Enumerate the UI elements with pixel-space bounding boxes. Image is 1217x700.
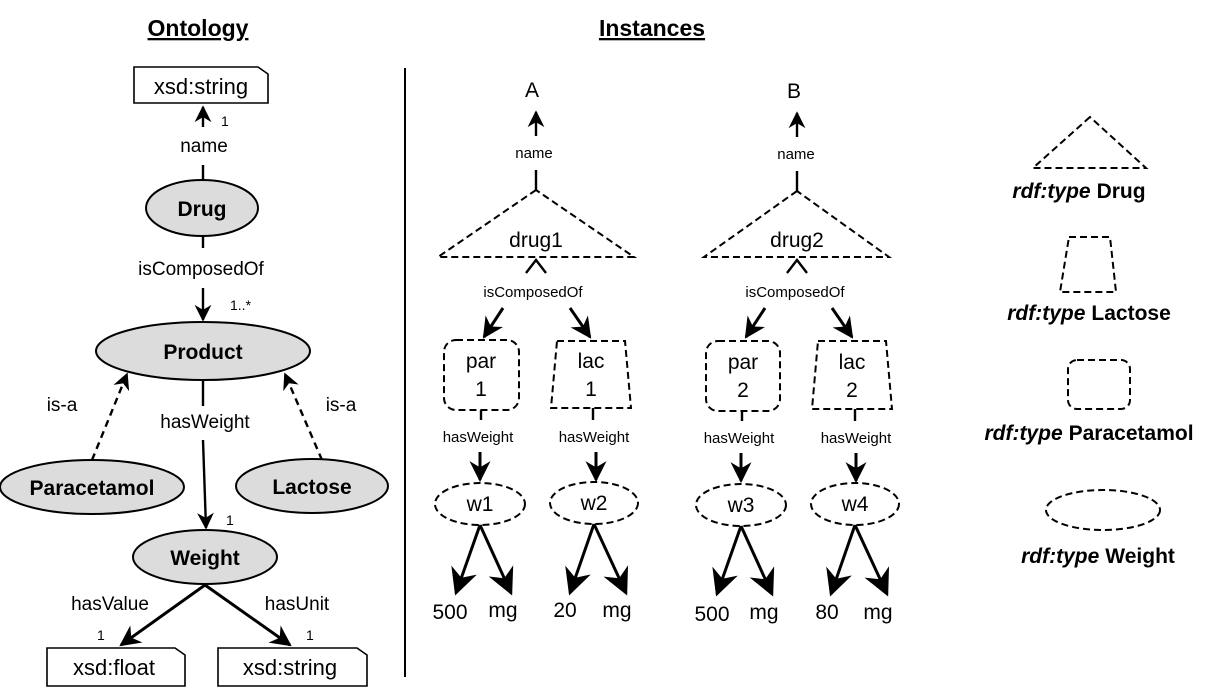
- instance-weight-lac-label: w4: [841, 493, 869, 516]
- instance-weight-lac-label: w2: [580, 492, 608, 515]
- instance-composed-arrowhead: [525, 258, 547, 274]
- node-weight: [132, 529, 278, 585]
- edge-label-has-unit: hasUnit: [265, 594, 330, 615]
- edge-label-is-a-right: is-a: [326, 395, 357, 416]
- instance-value-par: 500: [432, 601, 467, 624]
- edge-label-has-value: hasValue: [71, 594, 149, 615]
- node-product-label: Product: [163, 341, 242, 364]
- instance-value-lac: 80: [815, 601, 838, 624]
- instance-drug-label: drug1: [509, 229, 563, 252]
- node-paracetamol-label: Paracetamol: [30, 477, 155, 500]
- instance-drug-triangle: [700, 189, 893, 258]
- card-has-value: 1: [97, 627, 105, 643]
- edge-is-a-right: [283, 372, 324, 461]
- edge-has-weight-arrow: [197, 439, 214, 530]
- instance-unit-arrow-lac: [592, 523, 629, 596]
- ontology-graph: xsd:string 1 name Drug isComposedOf 1..*…: [0, 66, 389, 687]
- legend-ellipse-shape: [1045, 489, 1161, 531]
- instance-composed-arrow-par: [744, 307, 767, 339]
- instance-weight-par-label: w3: [727, 494, 755, 517]
- instance-unit-arrow-par: [739, 525, 775, 597]
- card-has-weight: 1: [226, 512, 234, 528]
- instance-value-lac: 20: [553, 599, 576, 622]
- instance-name-value: B: [787, 80, 801, 103]
- node-product: [95, 321, 311, 381]
- datatype-label-string-bottom: xsd:string: [243, 655, 337, 680]
- instance-par-weight-label: hasWeight: [443, 429, 514, 446]
- card-is-composed-of: 1..*: [230, 297, 252, 313]
- instance-name-label: name: [777, 146, 815, 163]
- datatype-label-string-top: xsd:string: [154, 74, 248, 99]
- instances-title: Instances: [599, 15, 705, 41]
- instance-composed-label: isComposedOf: [483, 284, 583, 301]
- instance-unit-arrow-par: [478, 524, 514, 596]
- node-paracetamol: [0, 459, 185, 515]
- instance-weight-lac: [810, 482, 900, 526]
- instance-unit-par: mg: [749, 601, 778, 624]
- instance-composed-arrow-par: [482, 307, 505, 339]
- card-has-unit: 1: [306, 627, 314, 643]
- legend-triangle-shape: [1030, 115, 1149, 169]
- instance-unit-par: mg: [488, 599, 517, 622]
- instance-composed-label: isComposedOf: [745, 284, 845, 301]
- datatype-box-float: [46, 647, 186, 687]
- edge-label-is-composed-of: isComposedOf: [138, 259, 264, 280]
- datatype-box-string-bottom: [217, 647, 368, 687]
- instance-lac-weight-label: hasWeight: [559, 429, 630, 446]
- instance-value-arrow-par: [712, 525, 743, 597]
- instance-weight-lac: [549, 481, 639, 525]
- instance-weight-par: [695, 483, 787, 527]
- node-lactose: [235, 458, 389, 514]
- legend-rounded-rect-shape: [1067, 359, 1131, 410]
- instance-name-value: A: [525, 79, 539, 102]
- card-name: 1: [221, 113, 229, 129]
- edge-has-value-arrow: [119, 583, 206, 647]
- legend-trapezoid-shape: [1058, 236, 1118, 293]
- instance-lactose-trapezoid: [810, 340, 894, 410]
- edge-label-name: name: [180, 136, 228, 157]
- instance-drug-label: drug2: [770, 229, 824, 252]
- instance-value-arrow-lac: [565, 523, 596, 596]
- instance-value-arrow-par: [451, 524, 482, 596]
- instance-drug-triangle: [434, 188, 638, 258]
- edge-label-is-a-left: is-a: [47, 395, 78, 416]
- instance-value-par: 500: [694, 603, 729, 626]
- instance-composed-arrow-lac: [830, 307, 854, 339]
- datatype-box-string-top: [133, 66, 269, 104]
- edge-label-has-weight: hasWeight: [160, 412, 250, 433]
- node-drug-label: Drug: [178, 198, 227, 221]
- instance-par-weight-label: hasWeight: [704, 430, 775, 447]
- edge-has-unit-arrow: [204, 583, 292, 647]
- instance-composed-arrowhead: [786, 258, 808, 274]
- instance-weight-par-label: w1: [466, 493, 494, 516]
- instance-lac-weight-label: hasWeight: [821, 430, 892, 447]
- instance-unit-lac: mg: [602, 599, 631, 622]
- node-lactose-label: Lactose: [272, 476, 351, 499]
- node-weight-label: Weight: [170, 547, 240, 570]
- instance-unit-lac: mg: [863, 601, 892, 624]
- instance-value-arrow-lac: [826, 524, 857, 597]
- instance-lactose-trapezoid: [549, 340, 633, 409]
- instance-name-label: name: [515, 145, 553, 162]
- datatype-label-float: xsd:float: [73, 655, 155, 680]
- instance-composed-arrow-lac: [568, 307, 592, 339]
- instance-unit-arrow-lac: [853, 524, 890, 597]
- edge-is-a-left: [90, 372, 130, 461]
- ontology-title: Ontology: [148, 15, 249, 41]
- instance-weight-par: [434, 482, 526, 526]
